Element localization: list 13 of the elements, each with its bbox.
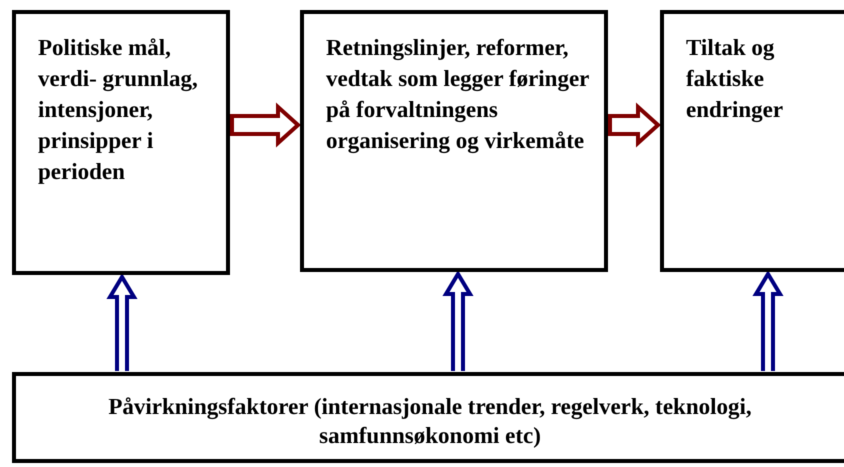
hollow-arrow xyxy=(106,273,138,373)
hollow-arrow xyxy=(752,270,784,373)
box-text: Retningslinjer, reformer, vedtak som legger føringer på forvaltningens organisering og virkemåte xyxy=(326,34,590,156)
text-box xyxy=(300,10,608,272)
box-text: Påvirkningsfaktorer (internasjonale trender, regelverk, teknologi, samfunnsøkonomi etc) xyxy=(107,393,753,450)
hollow-arrow xyxy=(608,102,661,148)
text-box xyxy=(12,372,844,463)
hollow-arrow xyxy=(230,102,301,148)
box-text: Tiltak og faktiske endringer xyxy=(686,34,784,124)
hollow-arrow xyxy=(442,270,474,373)
box-text: Politiske mål, verdi- grunnlag, intensjoner, prinsipper i perioden xyxy=(38,34,199,186)
text-box xyxy=(660,10,844,272)
text-box xyxy=(12,10,230,275)
